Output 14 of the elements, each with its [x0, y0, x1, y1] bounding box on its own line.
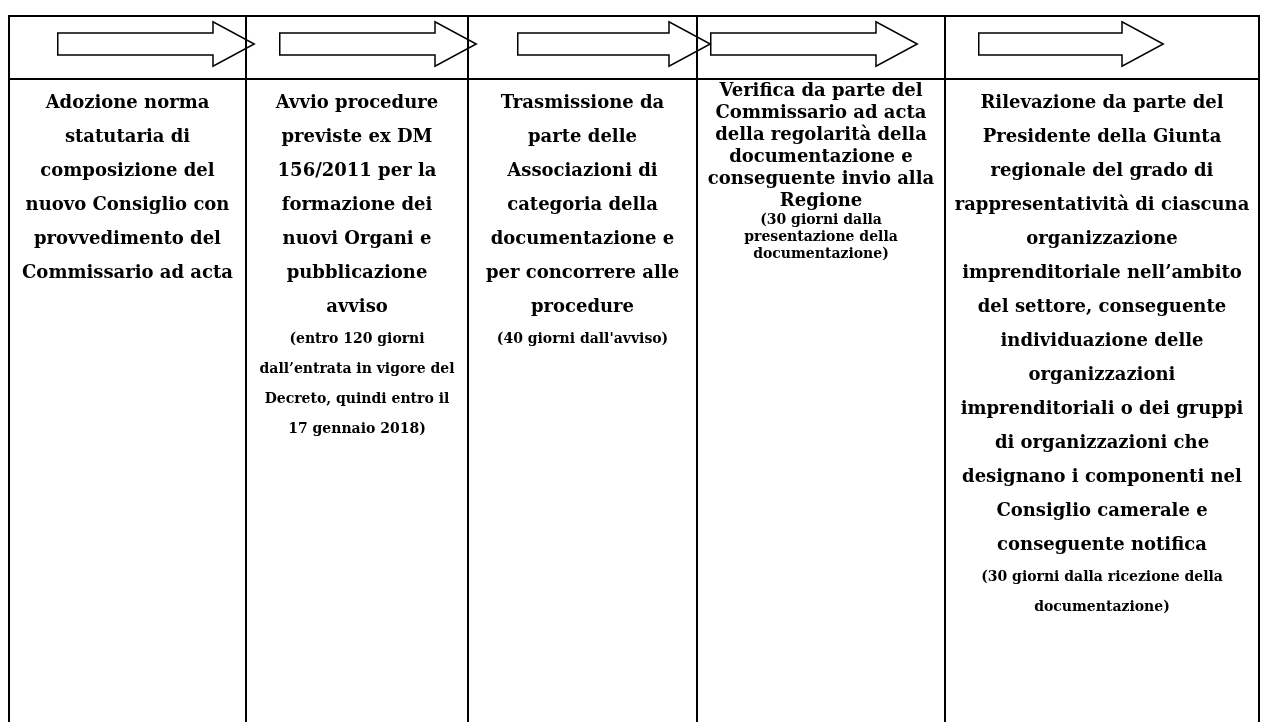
block-arrow [710, 20, 919, 68]
timing-note: (entro 120 giorni dall’entrata in vigore del Decreto, quindi entro il 17 gennaio 2018) [258, 329, 456, 438]
timing-note: (30 giorni dalla presentazione della documentazione) [743, 211, 899, 262]
block-arrow [978, 20, 1165, 68]
timing-note: (40 giorni dall'avviso) [495, 329, 670, 348]
block-arrow [57, 20, 256, 68]
step-text: Trasmissione da parte delle Associazioni di categoria della documentazione e per concorrere alle procedure [484, 90, 681, 318]
block-arrow [279, 20, 478, 68]
step-text: Avvio procedure previste ex DM 156/2011 per la formazione dei nuovi Organi e pubblicazione avviso [274, 90, 440, 318]
step-text: Adozione norma statutaria di composizione del nuovo Consiglio con provvedimento del Commissario ad acta [21, 90, 234, 284]
timing-note: (30 giorni dalla ricezione della documentazione) [980, 567, 1224, 616]
block-arrow [517, 20, 712, 68]
step-text: Verifica da parte del Commissario ad acta della regolarità della documentazione e conseguente invio alla Regione [706, 79, 936, 211]
step-text: Rilevazione da parte del Presidente della Giunta regionale del grado di rappresentatività di ciascuna organizzazione imprenditoriale nell’ambito del settore, conseguente individuazione delle organizzazioni imprenditoriali o dei gruppi di organizzazioni che designano i componenti nel Consiglio camerale e conseguente notifica [954, 90, 1250, 556]
